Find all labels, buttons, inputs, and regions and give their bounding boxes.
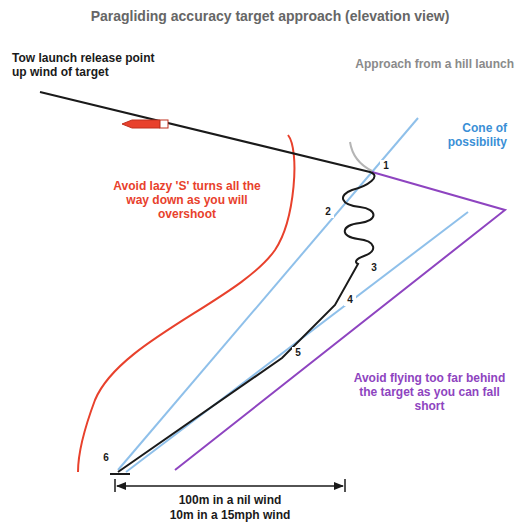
dimension-label: 10m in a 15mph wind: [130, 509, 330, 523]
short-path: [175, 172, 505, 470]
dimension-label: 100m in a nil wind: [130, 494, 330, 508]
launch-label: Tow launch release point up wind of targ…: [12, 52, 172, 80]
target-mark: [110, 473, 130, 475]
glider-icon: [122, 120, 168, 128]
approach-path: [40, 92, 375, 472]
callout-number: 6: [100, 452, 112, 464]
callout-number: 3: [368, 262, 380, 274]
warning-note: Avoid flying too far behind the target a…: [352, 372, 507, 413]
callout-number: 4: [344, 294, 356, 306]
overshoot-path: [78, 135, 294, 472]
diagram-title: Paragliding accuracy target approach (el…: [60, 8, 480, 24]
callout-number: 2: [322, 206, 334, 218]
dimension-tick: [114, 479, 116, 492]
hill-launch-label: Approach from a hill launch: [300, 58, 514, 72]
warning-note: Avoid lazy 'S' turns all the way down as…: [112, 180, 262, 221]
callout-number: 1: [380, 160, 392, 172]
dimension-tick: [344, 479, 346, 492]
hill-approach-path: [350, 142, 372, 171]
cone-label: Cone of possibility: [425, 122, 507, 150]
callout-number: 5: [292, 347, 304, 359]
dimension-line: [117, 485, 343, 487]
cone-line: [118, 118, 418, 470]
